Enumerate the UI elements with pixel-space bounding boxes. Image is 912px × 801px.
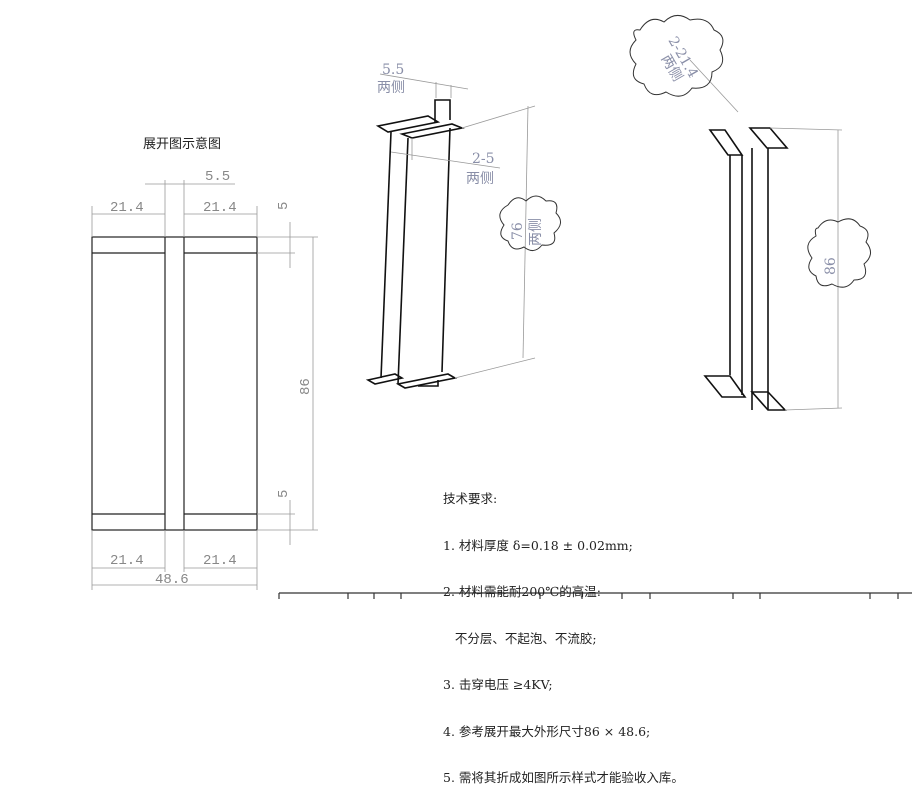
revision-cloud (499, 195, 561, 251)
dim-left-top: 21.4 (110, 200, 144, 216)
iso1-dim-tab: 5.5 (382, 62, 404, 78)
flat-pattern (91, 236, 258, 531)
notes-heading: 技术要求: (443, 491, 498, 506)
dim-right-top: 21.4 (203, 200, 237, 216)
iso2-dim-height: 86 (823, 257, 839, 275)
note-item: 4. 参考展开最大外形尺寸86 × 48.6; (443, 723, 651, 739)
note-item: 5. 需将其折成如图所示样式才能验收入库。 (443, 770, 684, 785)
flat-view-title: 展开图示意图 (143, 136, 221, 152)
iso-2-dimension-lines (689, 59, 843, 411)
iso1-dim-height-note: 两侧 (528, 218, 544, 246)
iso1-dim-height: 76 (510, 222, 526, 240)
technical-requirements: 技术要求: 1. 材料厚度 δ=0.18 ± 0.02mm; 2. 材料需能耐2… (443, 460, 684, 801)
iso1-dim-tab-note: 两侧 (377, 80, 405, 96)
note-item: 1. 材料厚度 δ=0.18 ± 0.02mm; (443, 537, 633, 553)
revision-cloud (807, 218, 871, 288)
iso-1-dimension-lines (379, 73, 536, 379)
revision-cloud (629, 15, 724, 97)
flat-dimension-lines (91, 180, 318, 590)
dim-gap-top: 5.5 (205, 169, 230, 185)
iso1-dim-offset: 2-5 (472, 151, 495, 167)
dim-total-width: 48.6 (155, 572, 189, 588)
dim-band-bottom: 5 (276, 490, 292, 498)
note-item: 3. 击穿电压 ≥4KV; (443, 677, 553, 692)
title-block (278, 592, 912, 599)
iso-part-2 (703, 127, 789, 411)
dim-left-bottom: 21.4 (110, 553, 144, 569)
dim-height: 86 (298, 378, 314, 395)
iso-part-1 (365, 99, 465, 389)
drawing-canvas: 展开图示意图 5.5 21.4 21.4 5 86 5 21.4 21.4 48… (91, 15, 912, 599)
note-item: 不分层、不起泡、不流胶; (443, 630, 597, 646)
dim-band-top: 5 (276, 202, 292, 210)
iso1-dim-offset-note: 两侧 (466, 171, 494, 187)
note-item: 2. 材料需能耐200℃的高温: (443, 584, 601, 599)
dim-right-bottom: 21.4 (203, 553, 237, 569)
